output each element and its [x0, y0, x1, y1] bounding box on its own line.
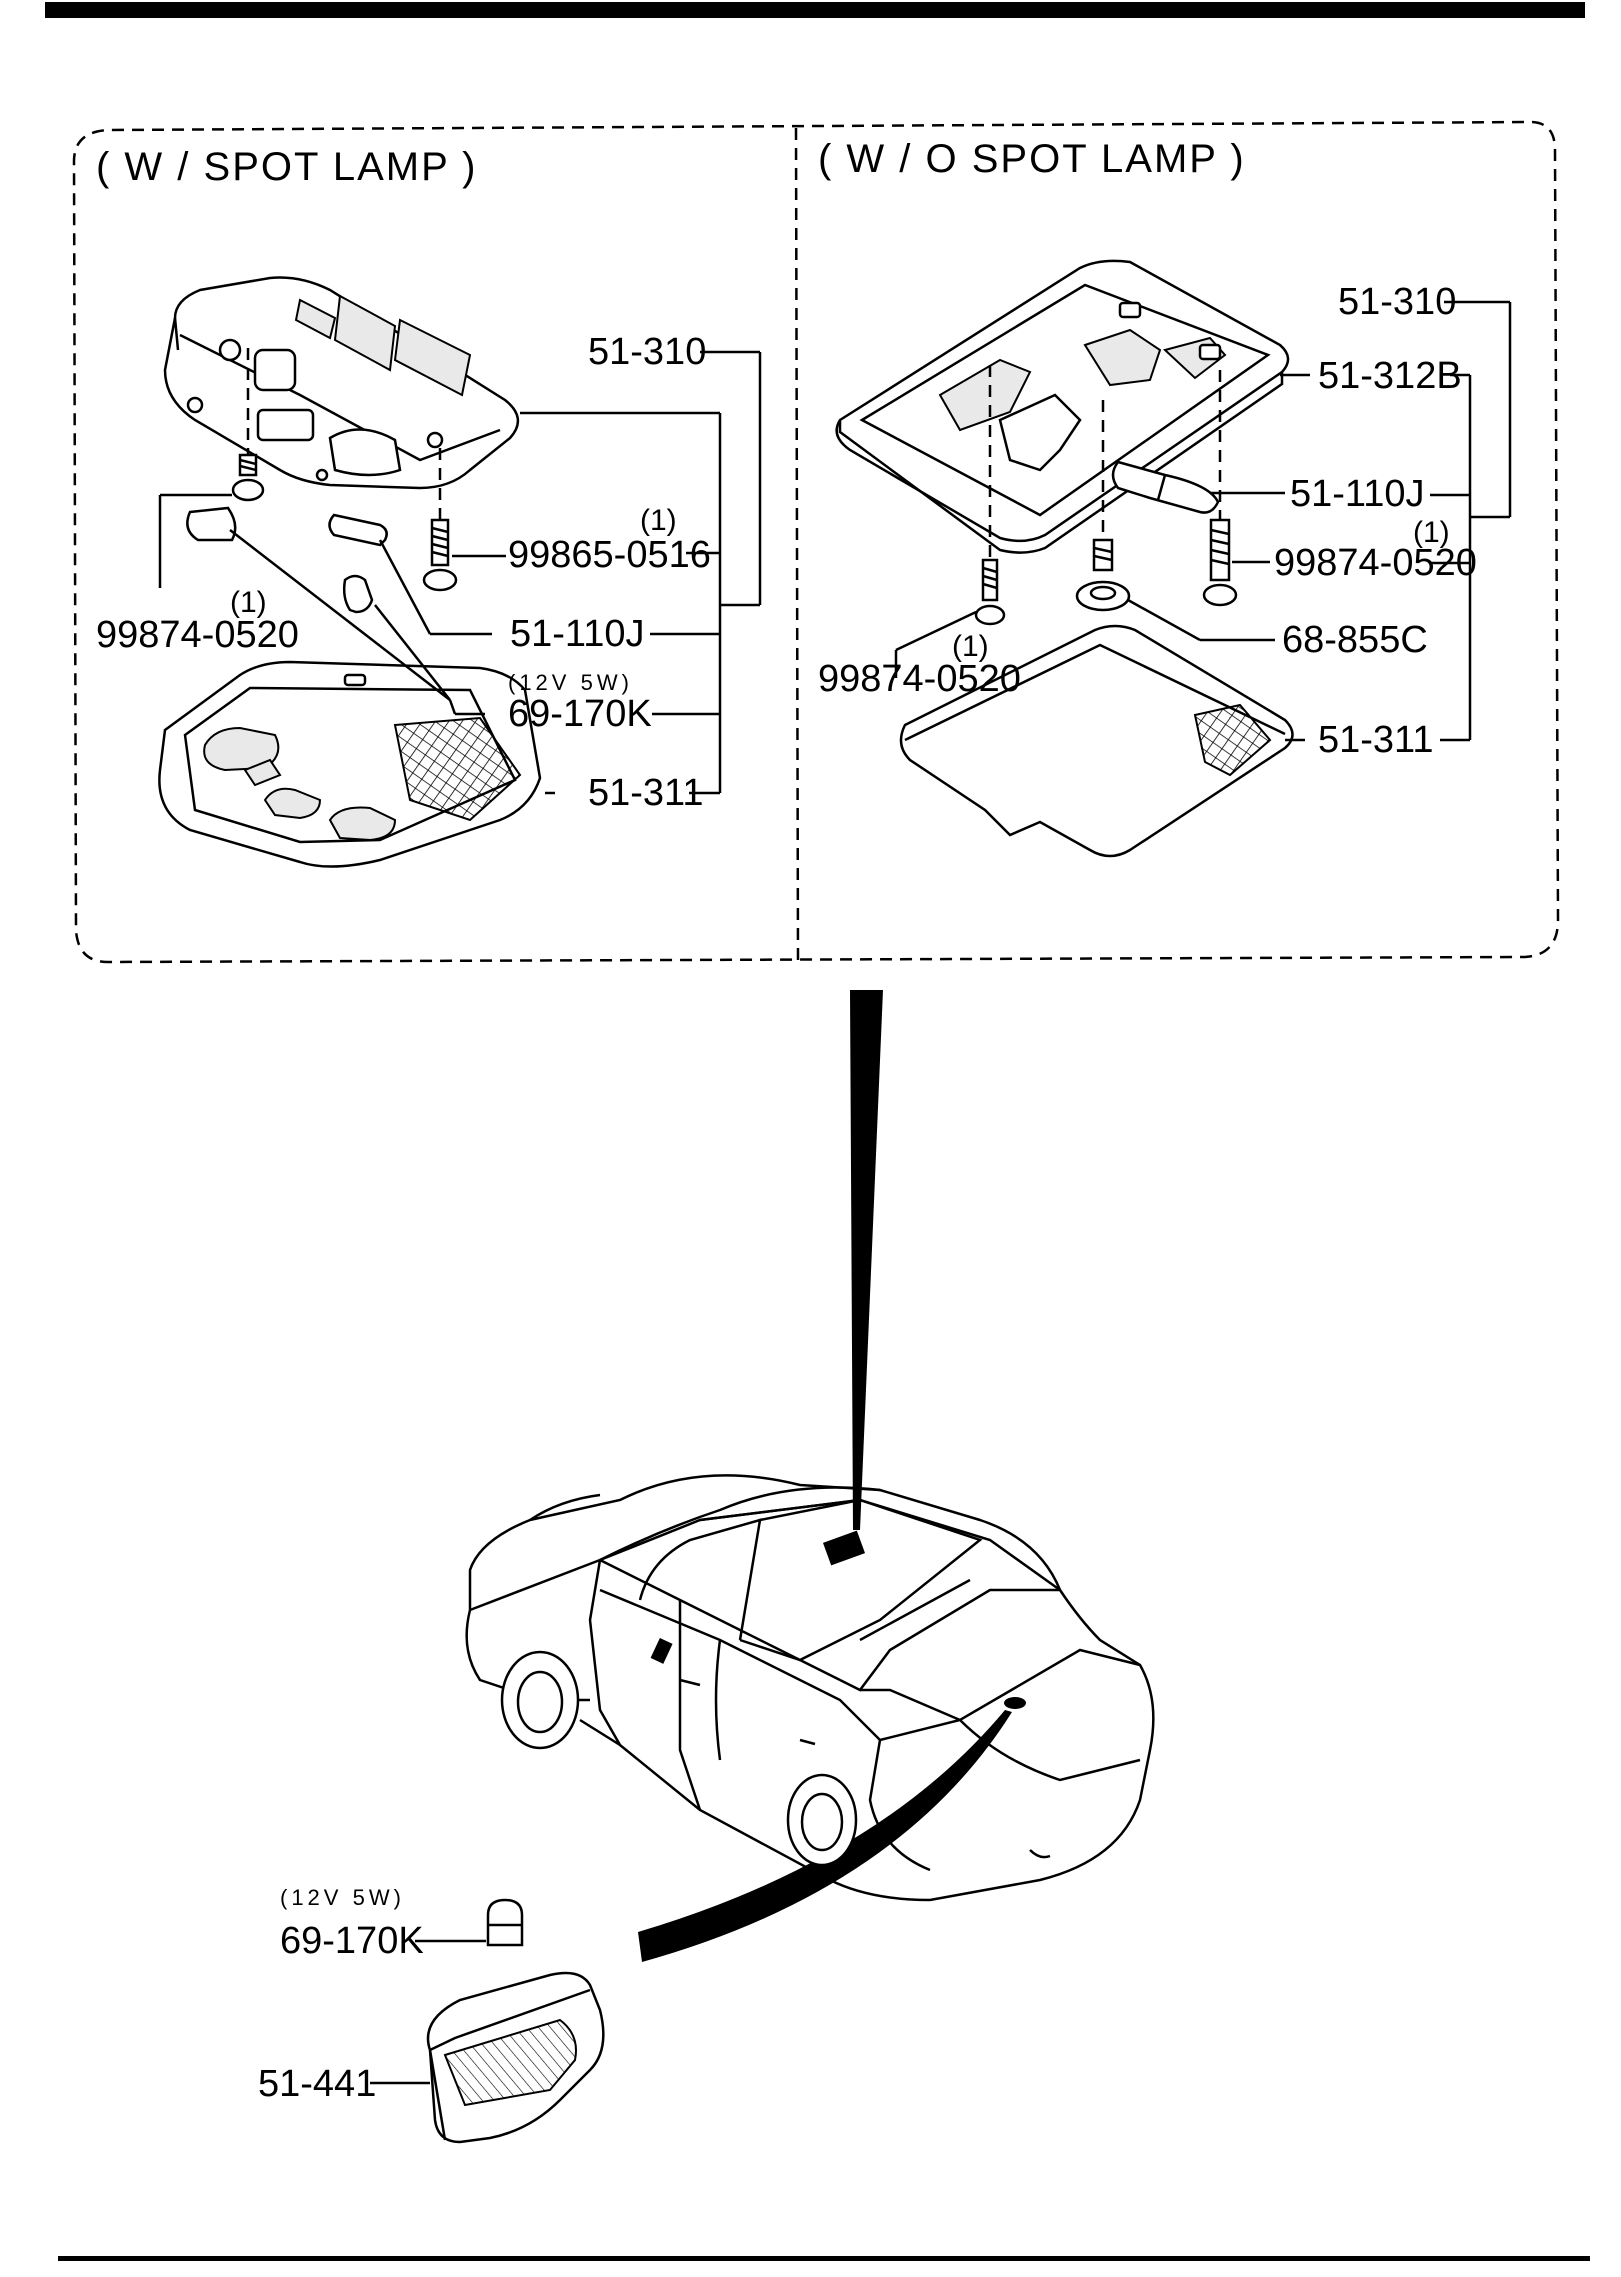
right-lens-51-311: [899, 624, 1294, 858]
label-99865-0516-left: 99865-0516: [508, 534, 711, 576]
left-panel-title: ( W / SPOT LAMP ): [96, 145, 477, 189]
label-51-311-right: 51-311: [1318, 719, 1434, 761]
right-screw-right: [1202, 370, 1238, 607]
left-screw-99865: [422, 448, 458, 592]
label-51-310-right: 51-310: [1338, 281, 1456, 323]
right-grommet-68-855C: [1075, 580, 1131, 612]
trunk-lamp-51-441: [426, 1971, 605, 2144]
right-panel-title: ( W / O SPOT LAMP ): [818, 137, 1246, 181]
right-screw-left: [974, 365, 1006, 626]
label-51-311-left: 51-311: [588, 772, 704, 814]
left-clip: [186, 506, 237, 542]
car-body-illustration: [465, 1474, 1155, 1902]
right-screw-center: [1092, 400, 1114, 572]
left-bulb-69-170K: [342, 574, 374, 614]
label-qty-99865-left: (1): [640, 504, 677, 537]
label-69-170K-left: 69-170K: [508, 693, 652, 735]
label-99874-0520-right-a: 99874-0520: [1274, 542, 1477, 584]
bottom-rule: [58, 2256, 1590, 2261]
roof-lamp-pointer: [850, 990, 883, 1530]
left-lamp-housing: [163, 276, 519, 490]
right-bulb-51-110J: [1111, 460, 1220, 514]
label-99874-0520-left: 99874-0520: [96, 614, 299, 656]
label-51-441-trunk: 51-441: [258, 2063, 376, 2105]
label-51-312B-right: 51-312B: [1318, 355, 1462, 397]
panel-divider: [794, 127, 800, 961]
label-spec-69-170K-left: (12V 5W): [508, 670, 633, 695]
trunk-bulb-69-170K: [486, 1898, 524, 1947]
label-51-110J-left: 51-110J: [510, 613, 645, 655]
left-screw-99874: [231, 348, 265, 502]
label-69-170K-trunk: 69-170K: [280, 1920, 424, 1962]
label-51-110J-right: 51-110J: [1290, 473, 1425, 515]
left-bulb-51-110J: [328, 513, 388, 547]
top-rule: [45, 2, 1585, 18]
label-qty-99874-left: (1): [230, 586, 267, 619]
label-51-310-left: 51-310: [588, 331, 706, 373]
left-lens-51-311: [158, 660, 542, 868]
right-lamp-housing: [835, 259, 1290, 554]
label-qty-99874-right-a: (1): [1413, 516, 1450, 549]
panel-frame: [72, 120, 1560, 964]
trunk-lamp-pointer: [638, 1710, 1012, 1962]
label-qty-99874-right-b: (1): [952, 630, 989, 663]
right-leaders: [894, 300, 1512, 742]
label-99874-0520-right-b: 99874-0520: [818, 658, 1021, 700]
trunk-leaders: [370, 1939, 486, 2085]
label-spec-69-170K-trunk: (12V 5W): [280, 1885, 405, 1910]
left-leaders: [158, 350, 762, 795]
label-68-855C-right: 68-855C: [1282, 619, 1428, 661]
